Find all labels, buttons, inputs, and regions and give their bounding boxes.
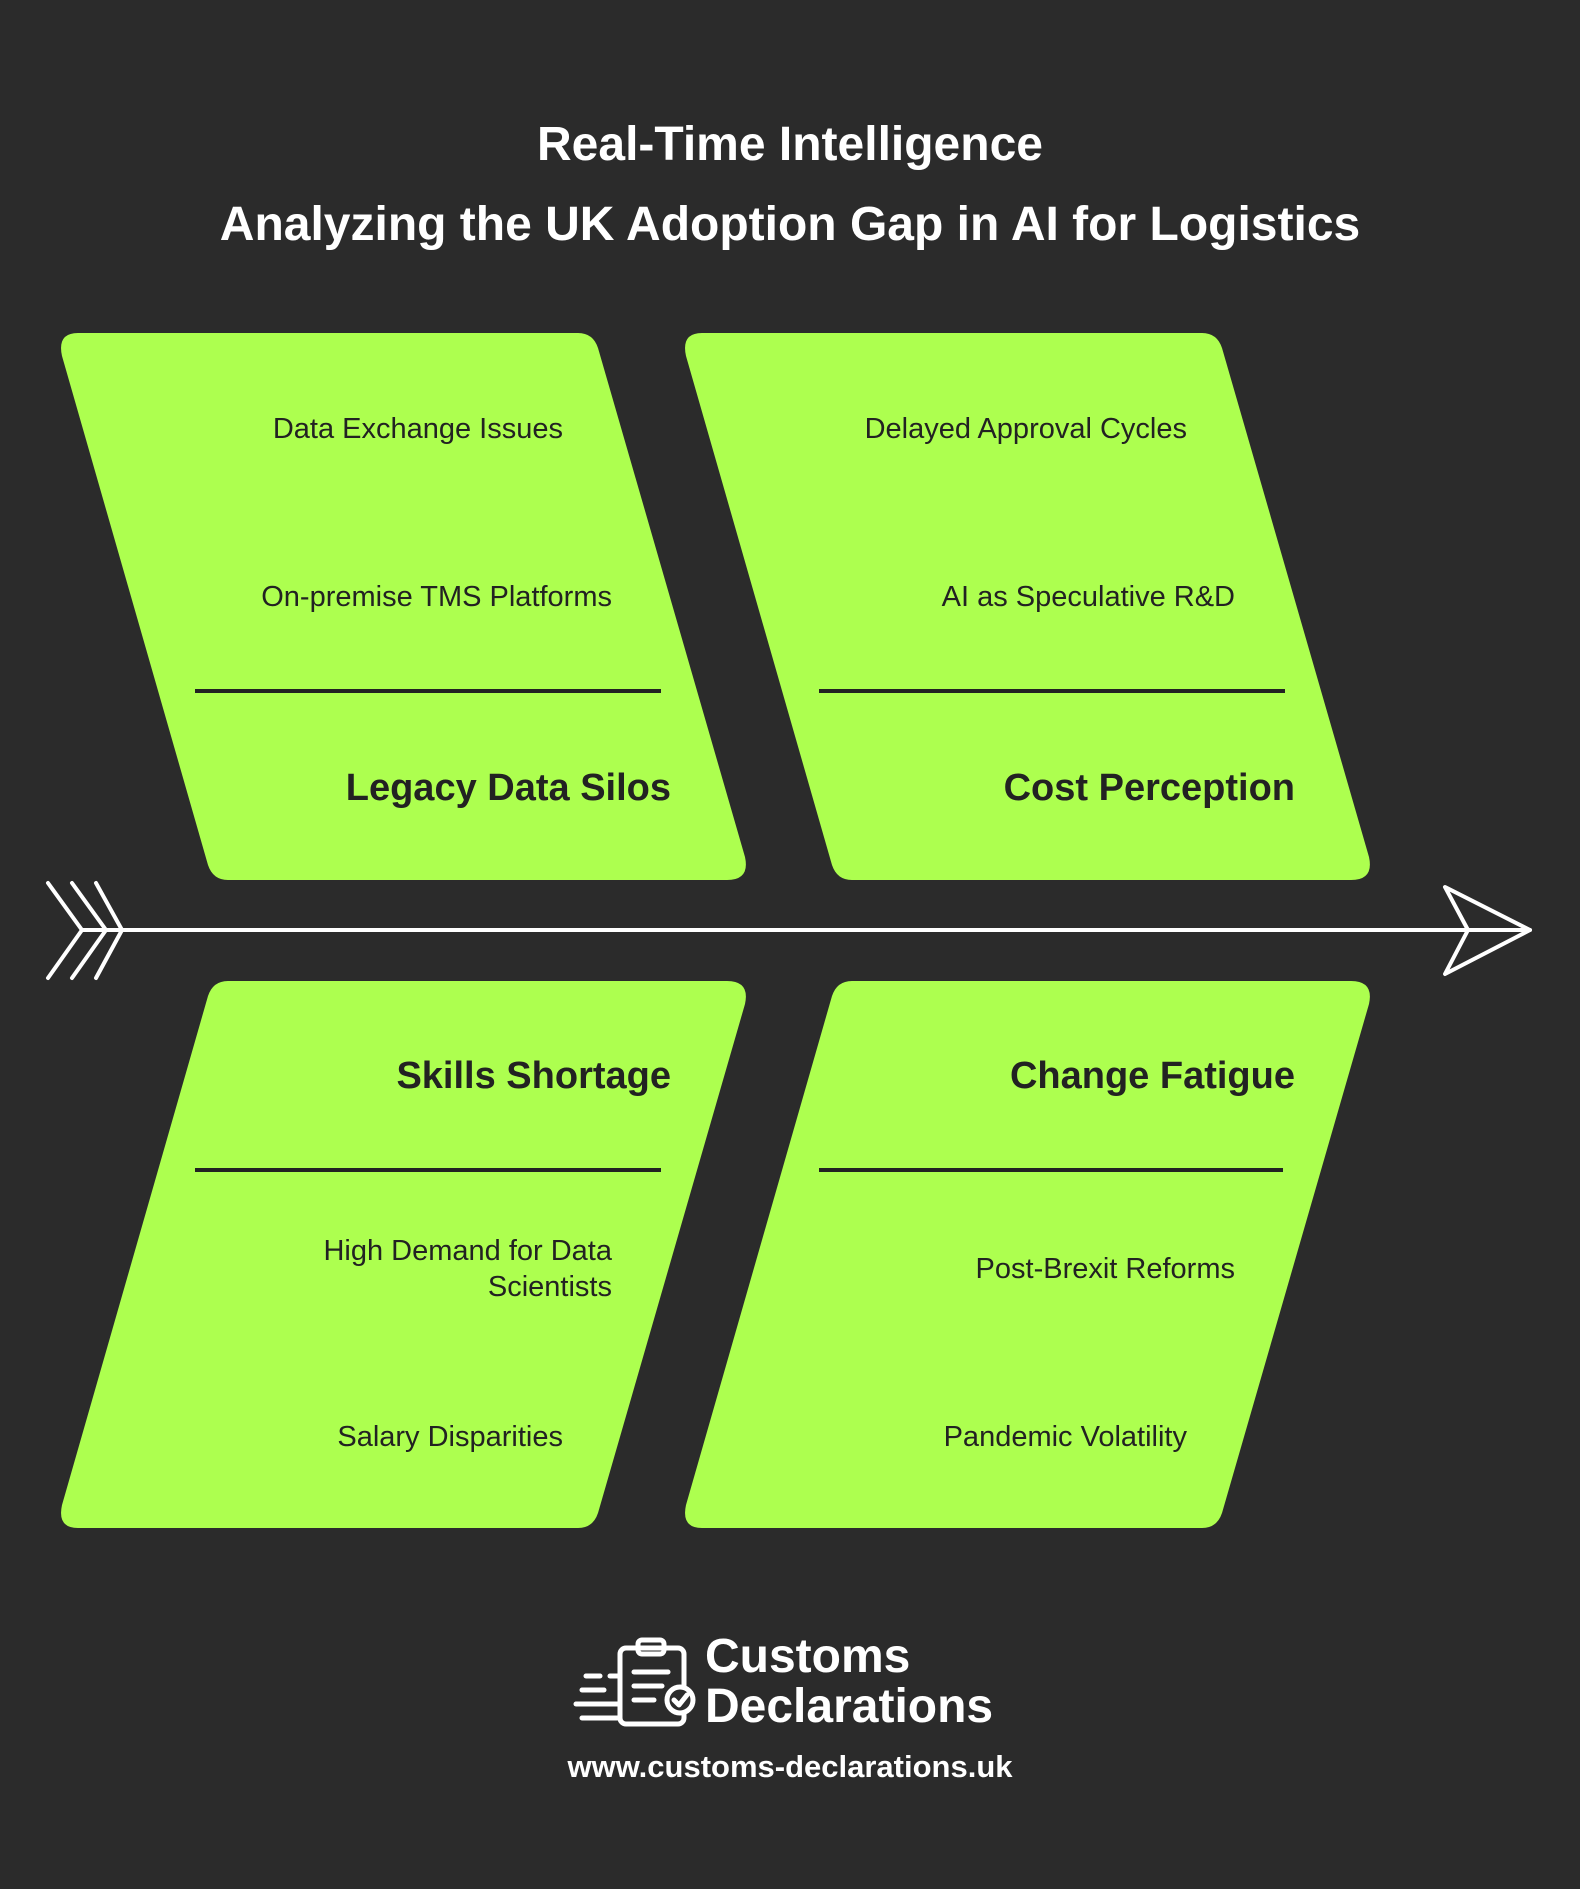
cause-item: Pandemic Volatility <box>944 1421 1188 1453</box>
category-card-legacy-data-silos: Data Exchange Issues On-premise TMS Plat… <box>61 333 746 880</box>
cause-item: Delayed Approval Cycles <box>865 413 1187 445</box>
cause-item: Salary Disparities <box>337 1421 563 1453</box>
clipboard-check-icon <box>573 1637 696 1727</box>
brand-name-line-1: Customs <box>705 1630 910 1683</box>
category-title: Cost Perception <box>1004 767 1295 809</box>
cause-item: Post-Brexit Reforms <box>976 1253 1235 1285</box>
brand-url: www.customs-declarations.uk <box>566 1749 1013 1784</box>
category-card-cost-perception: Delayed Approval Cycles AI as Speculativ… <box>685 333 1370 880</box>
spine-tail-chevron <box>46 881 84 980</box>
cause-item: Data Exchange Issues <box>273 413 563 445</box>
category-card-skills-shortage: Skills Shortage High Demand for Data Sci… <box>61 981 746 1528</box>
card-shape <box>61 333 746 880</box>
cause-item: High Demand for Data <box>323 1235 612 1267</box>
card-shape <box>61 981 746 1528</box>
fishbone-spine <box>46 881 1532 980</box>
spine-tail-chevron <box>94 881 124 980</box>
title-line-2: Analyzing the UK Adoption Gap in AI for … <box>220 198 1360 251</box>
category-title: Skills Shortage <box>396 1055 671 1097</box>
brand-logo: Customs Declarations www.customs-declara… <box>566 1630 1013 1784</box>
cause-item: Scientists <box>488 1271 612 1303</box>
card-shape <box>685 981 1370 1528</box>
category-title: Change Fatigue <box>1010 1055 1295 1097</box>
cause-item: On-premise TMS Platforms <box>261 581 612 613</box>
spine-tail-chevron <box>70 881 108 980</box>
card-shape <box>685 333 1370 880</box>
category-title: Legacy Data Silos <box>346 767 671 809</box>
brand-name-line-2: Declarations <box>705 1680 993 1733</box>
cause-item: AI as Speculative R&D <box>942 581 1235 613</box>
title-line-1: Real-Time Intelligence <box>537 118 1043 171</box>
arrow-head-icon <box>1443 885 1532 976</box>
category-card-change-fatigue: Change Fatigue Post-Brexit Reforms Pande… <box>685 981 1370 1528</box>
